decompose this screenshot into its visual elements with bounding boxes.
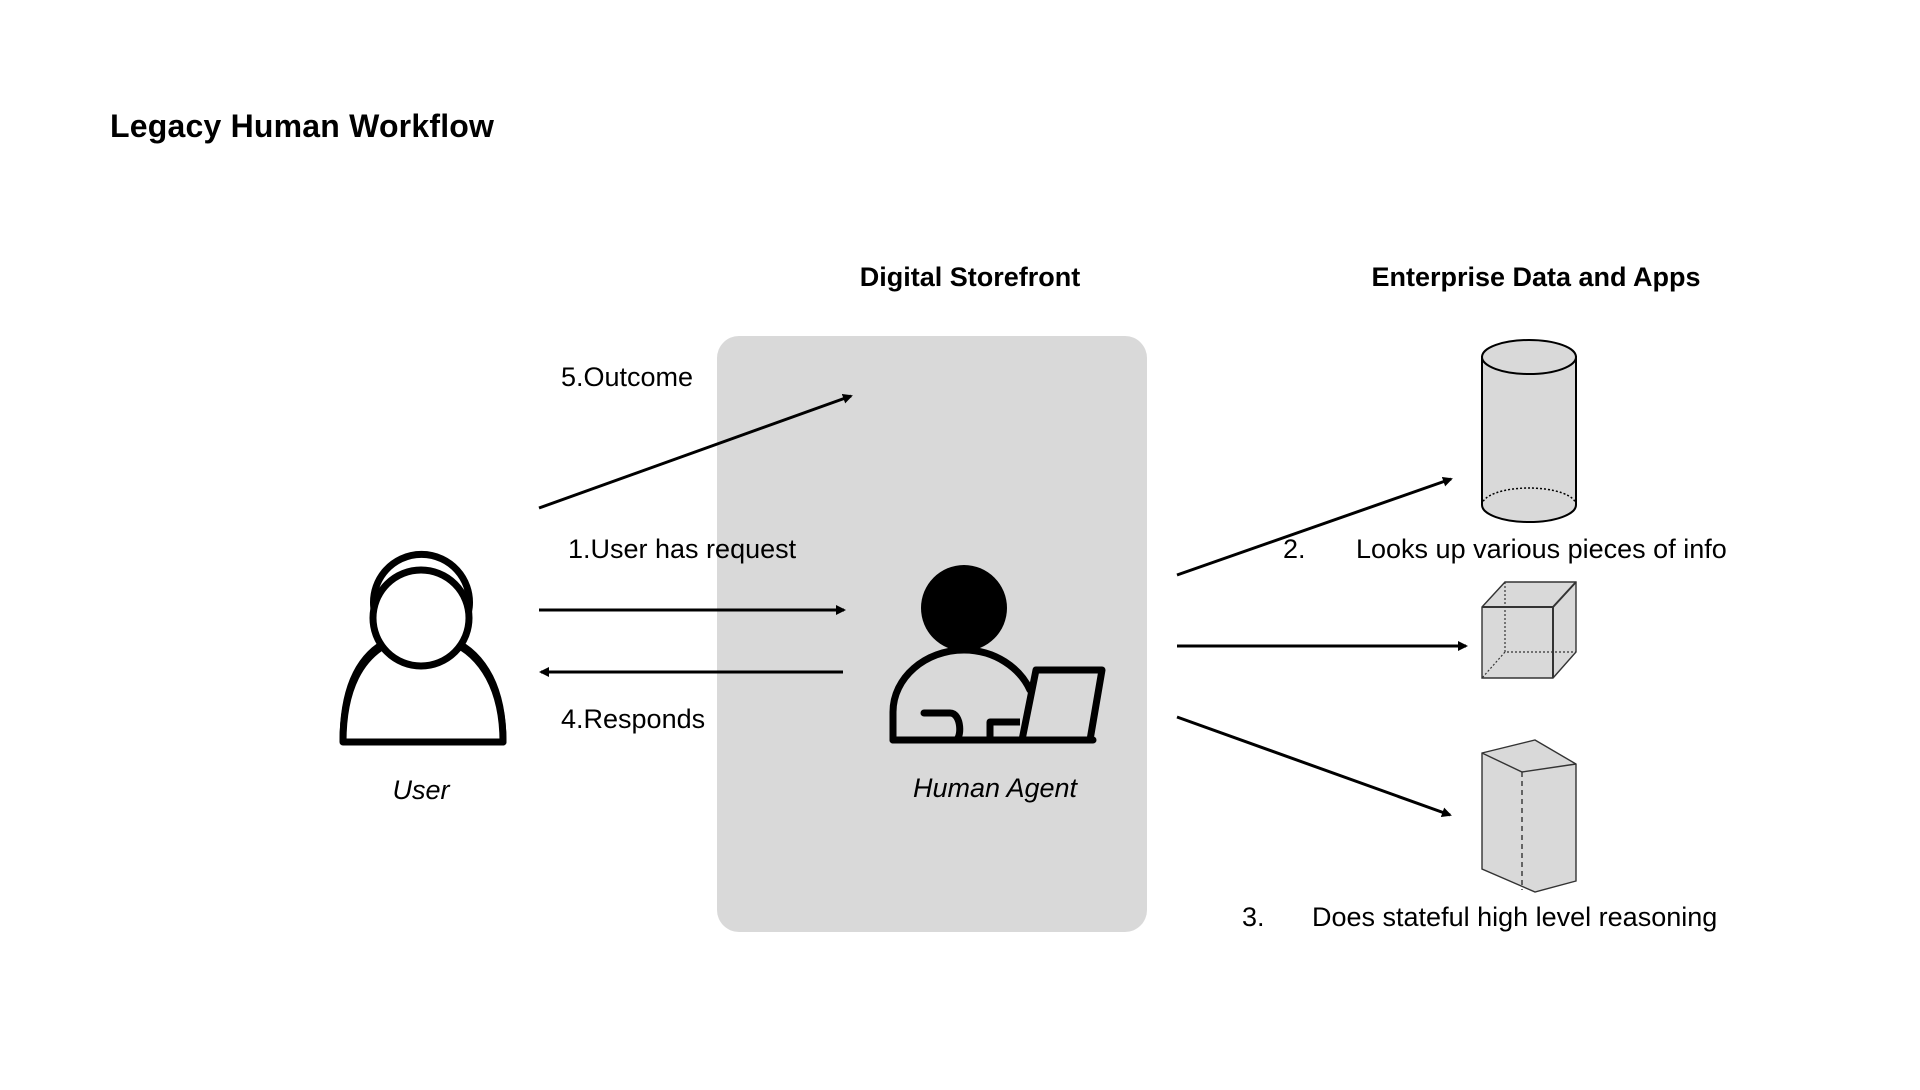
section-header-digital-storefront: Digital Storefront	[859, 262, 1081, 292]
arrow-to-database	[1176, 476, 1453, 577]
cube-icon	[1481, 581, 1577, 679]
step-lookup-label: Looks up various pieces of info	[1356, 534, 1727, 564]
step-request-label: 1.User has request	[568, 534, 797, 564]
arrow-outcome	[538, 393, 853, 510]
user-caption: User	[392, 775, 450, 805]
human-agent-caption: Human Agent	[912, 773, 1078, 803]
box-icon	[1481, 739, 1577, 893]
cylinder-icon	[1481, 339, 1577, 523]
section-header-enterprise-data: Enterprise Data and Apps	[1371, 262, 1701, 292]
step-responds-label: 4.Responds	[561, 704, 706, 734]
human-agent-icon	[889, 565, 1106, 744]
user-icon	[339, 550, 507, 746]
step-reasoning-label: Does stateful high level reasoning	[1312, 902, 1718, 932]
step-lookup-number: 2.	[1283, 534, 1306, 564]
step-reasoning-number: 3.	[1242, 902, 1265, 932]
arrow-to-system	[1176, 715, 1452, 818]
diagram-title: Legacy Human Workflow	[110, 108, 495, 144]
step-outcome-label: 5.Outcome	[561, 362, 694, 392]
